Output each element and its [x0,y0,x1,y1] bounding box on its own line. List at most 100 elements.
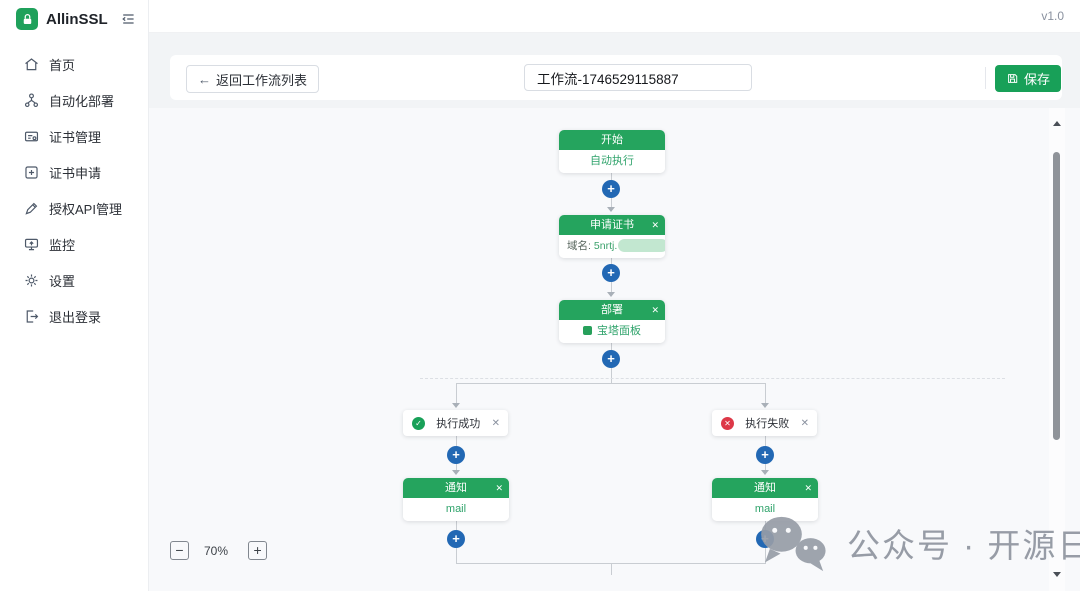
apply-cert-node-title: 申请证书 [590,219,634,231]
add-node-button[interactable] [756,530,774,548]
sidebar-item-cert-apply[interactable]: 证书申请 [0,154,148,190]
workflow-toolbar: 返回工作流列表 保存 [170,55,1062,100]
toolbar-divider [985,67,986,89]
home-icon [23,56,40,73]
sidebar-collapse-icon[interactable] [120,11,136,27]
sidebar-item-home[interactable]: 首页 [0,46,148,82]
arrow-down-icon [452,403,460,408]
scrollbar-thumb[interactable] [1053,152,1060,440]
sidebar-item-auto-deploy[interactable]: 自动化部署 [0,82,148,118]
settings-icon [23,272,40,289]
zoom-level: 70% [204,543,229,558]
notify-node-fail[interactable]: 通知 mail [712,478,818,521]
add-node-button[interactable] [447,530,465,548]
scroll-down-icon[interactable] [1053,572,1061,577]
sidebar-item-logout[interactable]: 退出登录 [0,298,148,334]
workflow-name-input[interactable] [524,64,752,91]
start-node-title: 开始 [601,134,623,146]
add-node-button[interactable] [602,180,620,198]
sidebar-item-label: 证书管理 [49,129,102,145]
save-button-label: 保存 [1024,72,1051,87]
top-header-bar: v1.0 [148,0,1080,33]
back-to-workflow-list-button[interactable]: 返回工作流列表 [186,65,320,93]
close-icon[interactable] [495,478,503,498]
notify-node-header: 通知 [403,478,509,498]
logout-icon [23,308,40,325]
close-icon[interactable] [804,478,812,498]
arrow-down-icon [607,207,615,212]
apply-cert-node-body: 域名:5nrtj. [559,235,665,258]
canvas-scrollbar[interactable] [1049,108,1065,591]
sidebar-item-api-auth[interactable]: 授权API管理 [0,190,148,226]
api-auth-icon [23,200,40,217]
cert-apply-icon [23,164,40,181]
sidebar-item-label: 自动化部署 [49,93,115,109]
deploy-node[interactable]: 部署 宝塔面板 [559,300,665,343]
deploy-provider: 宝塔面板 [597,325,641,337]
branch-split-line [456,383,766,384]
close-icon[interactable] [651,215,659,235]
workflow-icon [23,92,40,109]
back-button-label: 返回工作流列表 [216,72,308,88]
zoom-in-button[interactable]: + [248,541,268,560]
error-cross-icon [721,416,734,430]
canvas-zoom-controls: − 70% + [170,541,268,560]
connector-line [611,563,612,575]
deploy-node-header: 部署 [559,300,665,320]
domain-label: 域名: [567,240,591,252]
notify-node-success[interactable]: 通知 mail [403,478,509,521]
monitor-icon [23,236,40,253]
sidebar: AllinSSL 首页 自动化部署 证书管理 证书申请 [0,0,149,591]
sidebar-menu: 首页 自动化部署 证书管理 证书申请 授权API管理 监控 [0,38,148,334]
notify-node-title: 通知 [445,482,467,494]
success-check-icon [412,416,425,430]
sidebar-item-label: 设置 [49,273,76,289]
sidebar-item-cert-manage[interactable]: 证书管理 [0,118,148,154]
arrow-down-icon [761,470,769,475]
app-version: v1.0 [1041,9,1064,23]
deploy-node-body: 宝塔面板 [559,320,665,343]
add-node-button[interactable] [602,350,620,368]
back-arrow-icon [198,72,211,87]
branch-guide-dashed-line [420,378,1005,379]
allinssl-logo [16,8,38,30]
sidebar-item-label: 首页 [49,57,76,73]
redacted-domain-blur [618,239,665,252]
brand-name: AllinSSL [46,10,108,28]
brand-row: AllinSSL [0,0,148,38]
branch-success-label: 执行成功 [436,418,481,430]
notify-node-header: 通知 [712,478,818,498]
add-node-button[interactable] [447,446,465,464]
sidebar-item-label: 监控 [49,237,76,253]
add-node-button[interactable] [756,446,774,464]
branch-fail-node[interactable]: 执行失败 [712,410,817,436]
start-node-header: 开始 [559,130,665,150]
sidebar-item-label: 授权API管理 [49,201,122,217]
apply-cert-node-header: 申请证书 [559,215,665,235]
sidebar-item-settings[interactable]: 设置 [0,262,148,298]
arrow-down-icon [607,292,615,297]
baota-panel-icon [583,326,592,335]
start-node[interactable]: 开始 自动执行 [559,130,665,173]
close-icon[interactable] [651,300,659,320]
apply-cert-node[interactable]: 申请证书 域名:5nrtj. [559,215,665,258]
workflow-canvas[interactable]: 开始 自动执行 申请证书 域名:5nrtj. 部署 宝塔面板 [148,108,1080,591]
add-node-button[interactable] [602,264,620,282]
zoom-out-button[interactable]: − [170,541,189,560]
sidebar-item-monitor[interactable]: 监控 [0,226,148,262]
scroll-up-icon[interactable] [1053,121,1061,126]
cert-manage-icon [23,128,40,145]
sidebar-item-label: 退出登录 [49,309,102,325]
deploy-node-title: 部署 [601,304,623,316]
save-button[interactable]: 保存 [995,65,1062,92]
arrow-down-icon [761,403,769,408]
close-icon[interactable] [801,418,809,429]
branch-success-node[interactable]: 执行成功 [403,410,508,436]
save-icon [1006,72,1019,85]
branch-fail-label: 执行失败 [745,418,790,430]
close-icon[interactable] [492,418,500,429]
sidebar-item-label: 证书申请 [49,165,102,181]
connector-line [765,383,766,405]
notify-node-title: 通知 [754,482,776,494]
